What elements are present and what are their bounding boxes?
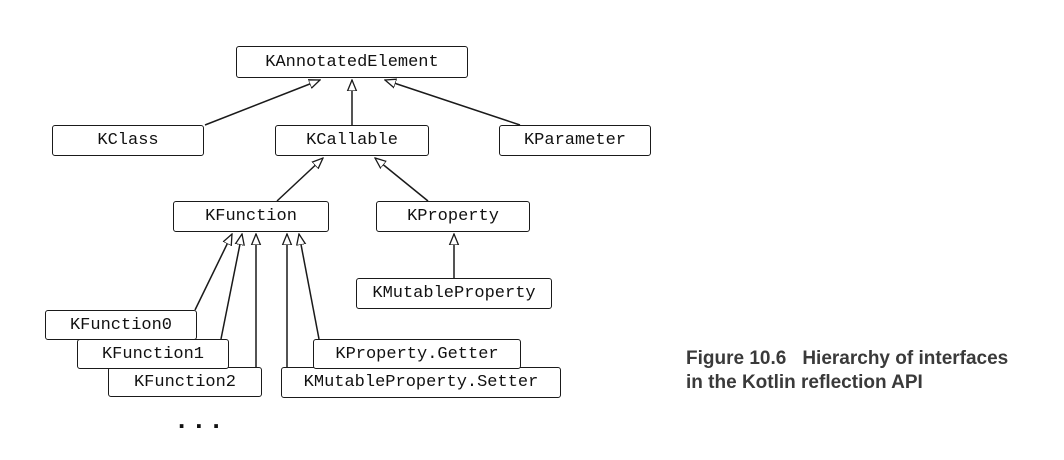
edge-kfunction0-kfunction [194, 234, 232, 311]
edge-kpropertygetter-kfunction [299, 234, 320, 340]
edge-kfunction1-kfunction [220, 234, 242, 340]
node-kannotatedelement: KAnnotatedElement [236, 46, 468, 78]
node-kparameter: KParameter [499, 125, 651, 156]
node-kfunction2: KFunction2 [108, 367, 262, 397]
ellipsis: ... [178, 404, 230, 434]
node-kproperty: KProperty [376, 201, 530, 232]
node-kcallable: KCallable [275, 125, 429, 156]
node-kfunction0: KFunction0 [45, 310, 197, 340]
caption-line-1: Hierarchy of interfaces [802, 348, 1009, 369]
node-kmutableproperty-setter: KMutableProperty.Setter [281, 367, 561, 398]
edge-kparameter-kannotated [385, 80, 521, 126]
node-kclass: KClass [52, 125, 204, 156]
node-kfunction1: KFunction1 [77, 339, 229, 369]
figure-number: Figure 10.6 [686, 348, 787, 369]
edge-kclass-kannotated [204, 80, 320, 126]
node-kfunction: KFunction [173, 201, 329, 232]
figure-caption: Figure 10.6 Hierarchy of interfaces in th… [686, 347, 1008, 395]
edge-kproperty-kcallable [375, 158, 429, 202]
edge-kfunction-kcallable [276, 158, 323, 202]
caption-line-2: in the Kotlin reflection API [686, 372, 923, 393]
node-kmutableproperty: KMutableProperty [356, 278, 552, 309]
node-kproperty-getter: KProperty.Getter [313, 339, 521, 369]
